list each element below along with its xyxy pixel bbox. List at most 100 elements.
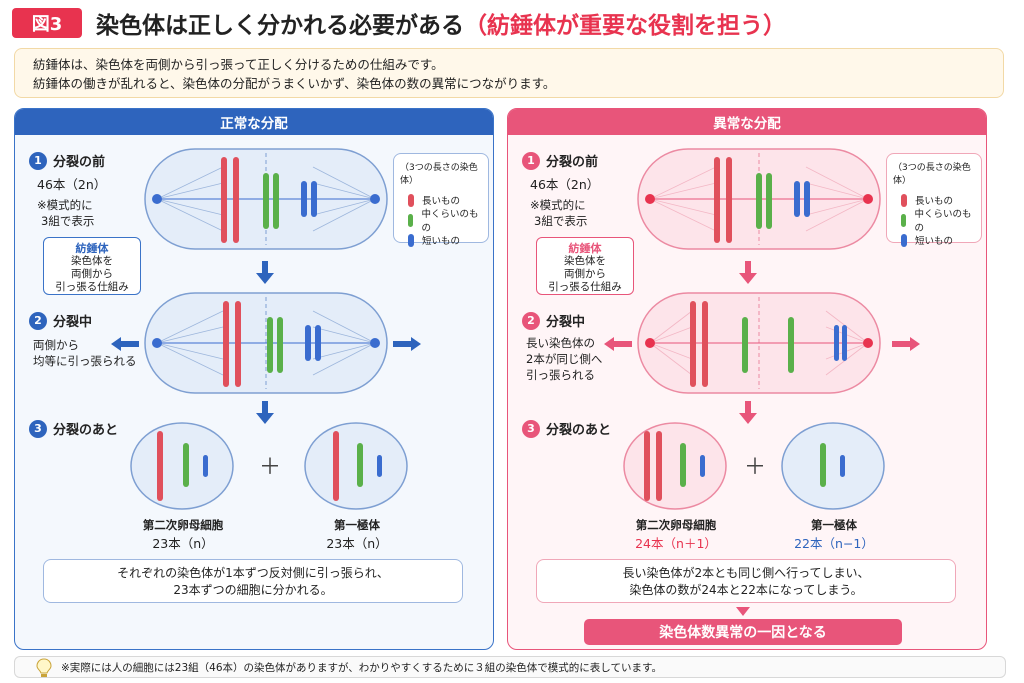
long-chromosome-pair — [714, 157, 732, 243]
normal-step-1: 1 分裂の前 — [29, 151, 105, 170]
summary-line-1: それぞれの染色体が1本ずつ反対側に引っ張られ、 — [117, 566, 389, 580]
short-chromosome-pair — [834, 325, 847, 361]
normal-cell-before — [144, 148, 388, 250]
figure-badge: 図3 — [12, 8, 82, 38]
normal-cell-dividing — [144, 292, 388, 394]
callout-title: 紡錘体 — [75, 242, 109, 255]
arrow-right-icon — [393, 337, 421, 351]
abnormal-step2-desc-2: 2本が同じ側へ — [526, 352, 603, 366]
footnote-text: ※実際には人の細胞には23組（46本）の染色体がありますが、わかりやすくするため… — [61, 661, 662, 674]
step-title: 分裂のあと — [546, 423, 612, 438]
normal-summary: それぞれの染色体が1本ずつ反対側に引っ張られ、 23本ずつの細胞に分かれる。 — [43, 559, 463, 603]
normal-panel-heading: 正常な分配 — [15, 109, 493, 135]
abnormal-count-before: 46本（2n） — [530, 177, 600, 192]
legend-title: （3つの長さの染色体） — [893, 163, 971, 186]
lightbulb-icon — [36, 658, 52, 677]
page-title: 染色体は正しく分かれる必要がある （ 紡錘体 が重要な役割を担う ） — [96, 8, 786, 39]
arrow-left-icon — [111, 337, 139, 351]
mid-chromosomes-separated — [742, 317, 794, 373]
legend-label: 中くらいのもの — [914, 209, 972, 234]
abnormal-cell-before — [637, 148, 881, 250]
normal-panel: 正常な分配 1 分裂の前 46本（2n） ※模式的に 3組で表示 紡錘体 染色体… — [14, 108, 494, 650]
long-chromosome-pair — [221, 157, 239, 243]
intro-line-2: 紡錘体の働きが乱れると、染色体の分配がうまくいかず、染色体の数の異常につながりま… — [33, 76, 556, 91]
triangle-down-icon — [736, 607, 750, 616]
long-chromosomes-same-side — [690, 301, 708, 387]
callout-title: 紡錘体 — [568, 242, 602, 255]
abnormal-step-1: 1 分裂の前 — [522, 151, 598, 170]
normal-daughter-cell-a — [130, 422, 234, 510]
normal-note-2: 3組で表示 — [41, 214, 95, 228]
centrosome — [863, 194, 873, 204]
centrosome — [645, 338, 655, 348]
arrow-right-icon — [892, 337, 920, 351]
long-chromosome-pair — [223, 301, 241, 387]
normal-step-3: 3 分裂のあと — [29, 419, 118, 438]
legend-label: 短いもの — [422, 236, 461, 247]
normal-daughter-cell-b — [304, 422, 408, 510]
abnormal-cell-a-count: 24本（n＋1） — [635, 536, 717, 551]
normal-cell-a-count: 23本（n） — [152, 536, 214, 551]
step-title: 分裂の前 — [546, 155, 599, 170]
abnormal-cell-dividing — [637, 292, 881, 394]
abnormal-step2-desc-3: 引っ張られる — [526, 368, 595, 382]
mid-chromosome-pair — [267, 317, 283, 373]
arrow-down-icon — [256, 261, 274, 284]
normal-cell-b-count: 23本（n） — [326, 536, 388, 551]
mid-chromosome-pair — [756, 173, 772, 229]
legend-swatch — [901, 193, 907, 207]
mid-chromosome-pair — [263, 173, 279, 229]
centrosome — [370, 338, 380, 348]
callout-line-2: 両側から — [71, 268, 113, 280]
centrosome — [863, 338, 873, 348]
abnormal-cell-b-label: 第一極体 — [811, 518, 857, 532]
legend-item-mid: 中くらいのもの — [893, 209, 975, 234]
abnormal-step2-desc-1: 長い染色体の — [526, 336, 595, 350]
legend-swatch — [408, 233, 414, 247]
plus-sign: ＋ — [744, 455, 767, 480]
legend-item-short: 短いもの — [400, 230, 482, 250]
arrow-left-icon — [604, 337, 632, 351]
step-number: 2 — [522, 311, 540, 330]
title-paren-open: （ — [464, 13, 487, 39]
abnormal-cell-a-label: 第二次卵母細胞 — [635, 518, 717, 532]
summary-line-1: 長い染色体が2本とも同じ側へ行ってしまい、 — [622, 566, 870, 580]
centrosome — [645, 194, 655, 204]
abnormal-daughter-cell-b — [781, 422, 885, 510]
step-title: 分裂のあと — [53, 423, 119, 438]
centrosome — [152, 338, 162, 348]
step-number: 1 — [29, 151, 47, 170]
plus-sign: ＋ — [259, 455, 282, 480]
abnormal-summary: 長い染色体が2本とも同じ側へ行ってしまい、 染色体の数が24本と22本になってし… — [536, 559, 956, 603]
normal-note-1: ※模式的に — [37, 198, 93, 212]
abnormal-cell-b-count: 22本（n−1） — [794, 536, 874, 551]
abnormal-note-2: 3組で表示 — [534, 214, 588, 228]
title-main: 染色体は正しく分かれる必要がある — [96, 13, 464, 39]
step-number: 1 — [522, 151, 540, 170]
normal-cell-b-label: 第一極体 — [334, 518, 380, 532]
legend-title: （3つの長さの染色体） — [400, 163, 478, 186]
summary-line-2: 染色体の数が24本と22本になってしまう。 — [629, 583, 863, 597]
legend-item-long: 長いもの — [400, 190, 482, 210]
normal-step-2: 2 分裂中 — [29, 311, 92, 330]
callout-line-1: 染色体を — [564, 255, 606, 267]
legend-item-short: 短いもの — [893, 230, 975, 250]
arrow-down-icon — [739, 401, 757, 424]
legend-swatch — [901, 233, 907, 247]
centrosome — [152, 194, 162, 204]
callout-line-3: 引っ張る仕組み — [548, 281, 622, 293]
normal-step2-desc-1: 両側から — [33, 338, 79, 352]
abnormal-step-2: 2 分裂中 — [522, 311, 585, 330]
step-number: 3 — [522, 419, 540, 438]
abnormal-step-3: 3 分裂のあと — [522, 419, 611, 438]
intro-line-1: 紡錘体は、染色体を両側から引っ張って正しく分けるための仕組みです。 — [33, 57, 444, 72]
step-number: 2 — [29, 311, 47, 330]
short-chromosome-pair — [305, 325, 321, 361]
summary-line-2: 23本ずつの細胞に分かれる。 — [173, 583, 333, 597]
callout-line-1: 染色体を — [71, 255, 113, 267]
legend-swatch — [408, 213, 414, 227]
legend-label: 短いもの — [915, 236, 954, 247]
normal-legend: （3つの長さの染色体） 長いもの 中くらいのもの 短いもの — [393, 153, 489, 247]
legend-label: 長いもの — [422, 196, 461, 207]
callout-line-3: 引っ張る仕組み — [55, 281, 129, 293]
